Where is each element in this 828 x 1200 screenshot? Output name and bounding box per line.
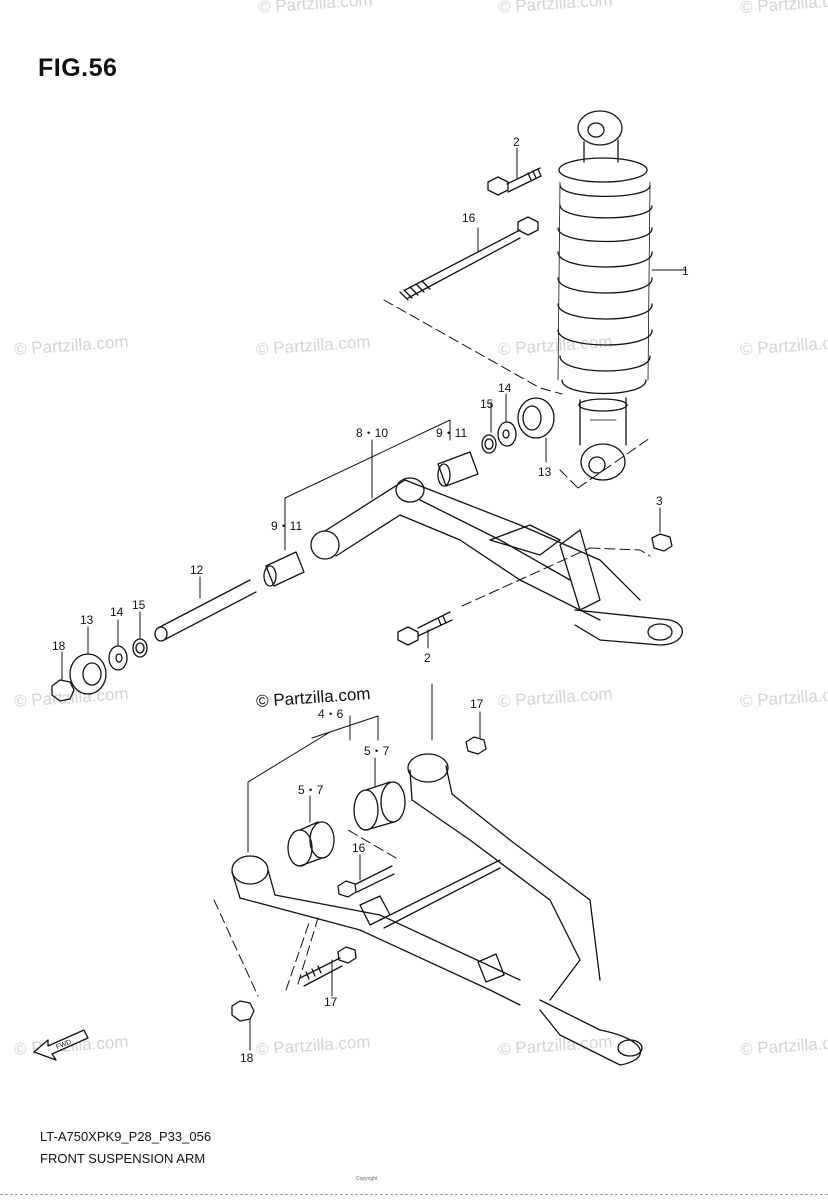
callout-2: 2 xyxy=(513,135,520,149)
fwd-arrow-icon: FWD xyxy=(33,1029,89,1061)
bushing-5-7-left[interactable] xyxy=(287,821,335,867)
callout-13: 13 xyxy=(538,465,552,479)
lower-suspension-arm[interactable] xyxy=(231,753,643,1066)
figure-caption: FRONT SUSPENSION ARM xyxy=(40,1151,206,1166)
figure-title: FIG.56 xyxy=(38,54,118,82)
callout-12: 12 xyxy=(190,563,204,577)
callout-18: 18 xyxy=(240,1051,254,1065)
callout-15: 15 xyxy=(132,598,146,612)
oring-15-lower[interactable] xyxy=(132,638,148,658)
seal-13-lower[interactable] xyxy=(69,653,107,695)
nut-17[interactable] xyxy=(465,736,487,755)
callout-5-7: 5・7 xyxy=(298,783,324,797)
callout-13: 13 xyxy=(80,613,94,627)
callout-16: 16 xyxy=(462,211,476,225)
collar-9-11-lower[interactable] xyxy=(263,551,305,587)
nut-18-lower[interactable] xyxy=(231,1000,255,1022)
callout-5-7: 5・7 xyxy=(364,744,390,758)
seal-13-upper[interactable] xyxy=(517,397,555,439)
callout-8-10: 8・10 xyxy=(356,426,388,440)
long-bolt-lower[interactable] xyxy=(337,865,395,898)
washer-14-lower[interactable] xyxy=(108,645,128,671)
dashed-guides xyxy=(213,299,651,997)
callout-17: 17 xyxy=(324,995,338,1009)
callout-2: 2 xyxy=(424,651,431,665)
upper-suspension-arm[interactable] xyxy=(310,477,683,646)
callout-14: 14 xyxy=(498,381,512,395)
callout-14: 14 xyxy=(110,605,124,619)
callout-17: 17 xyxy=(470,697,484,711)
callout-3: 3 xyxy=(656,494,663,508)
footer-note: Copyright xyxy=(356,1176,378,1182)
nut-18-upper[interactable] xyxy=(51,679,75,702)
page-border xyxy=(0,1194,828,1195)
model-code: LT-A750XPK9_P28_P33_056 xyxy=(40,1129,212,1144)
bushing-5-7-right[interactable] xyxy=(353,781,406,831)
oring-15-upper[interactable] xyxy=(481,434,497,454)
callout-16: 16 xyxy=(352,841,366,855)
callout-9-11: 9・11 xyxy=(436,426,467,440)
long-bolt-upper[interactable] xyxy=(399,216,539,301)
shaft-12[interactable] xyxy=(154,579,257,642)
callout-9-11: 9・11 xyxy=(271,519,302,533)
callout-18: 18 xyxy=(52,639,66,653)
bolt-upper[interactable] xyxy=(487,167,542,196)
bolt-lower[interactable] xyxy=(397,611,453,646)
callout-4-6: 4・6 xyxy=(318,707,344,721)
callout-labels: 1 2 2 3 4・6 5・7 5・7 8・10 9・11 9・11 12 13… xyxy=(52,135,689,1065)
callout-1: 1 xyxy=(682,264,689,278)
washer-14-upper[interactable] xyxy=(497,421,517,447)
bolt-17-lower[interactable] xyxy=(299,946,357,987)
collar-9-11-upper[interactable] xyxy=(437,451,479,487)
nut-3[interactable] xyxy=(651,533,673,552)
callout-15: 15 xyxy=(480,397,494,411)
leader-lines xyxy=(61,147,687,1051)
shock-absorber[interactable] xyxy=(557,110,653,481)
